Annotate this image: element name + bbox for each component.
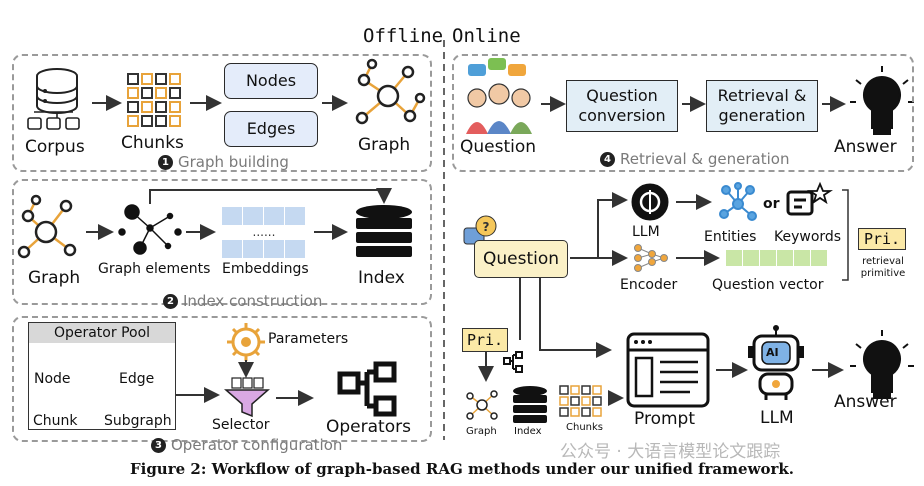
svg-text:......: ...... <box>253 225 276 239</box>
operator-pool-title: Operator Pool <box>29 323 175 343</box>
prompt-label: Prompt <box>634 409 695 429</box>
question-vector-bar <box>726 250 827 266</box>
retrieval-generation-box: Retrieval & generation <box>706 80 818 132</box>
encoder-icon <box>634 244 668 272</box>
mini-chunks-grid <box>559 385 602 417</box>
document-icons <box>27 111 80 130</box>
offline-header: Offline <box>363 25 444 47</box>
retrieval-generation-section <box>452 54 914 172</box>
step-retrieval-generation: 4 Retrieval & generation <box>600 150 789 168</box>
index-construction-section <box>12 179 432 305</box>
embeddings-label: Embeddings <box>222 261 309 277</box>
retrieval-primitive-label: retrieval primitive <box>860 256 906 279</box>
graph-elements-label: Graph elements <box>98 261 211 277</box>
mini-database-icon <box>513 386 547 423</box>
online-header: Online <box>452 25 521 47</box>
parameters-label: Parameters <box>268 331 349 347</box>
chunks-grid-icon <box>127 73 181 127</box>
step-number-3: 3 <box>151 437 166 453</box>
embeddings-grid: ...... <box>222 207 305 258</box>
figure-caption: Figure 2: Workflow of graph-based RAG me… <box>129 460 795 478</box>
graph-building-section <box>12 54 432 172</box>
entities-label: Entities <box>704 229 757 245</box>
llm-label-mid: LLM <box>632 224 660 240</box>
operator-configuration-section <box>12 316 432 442</box>
graph-icon-index <box>17 194 77 259</box>
edges-box: Edges <box>224 111 318 147</box>
llm-logo-icon <box>631 183 669 221</box>
question-label: Question <box>460 137 537 157</box>
operators-hierarchy-icon <box>337 361 397 417</box>
svg-text:?: ? <box>483 220 490 234</box>
mini-graph-label: Graph <box>466 426 497 437</box>
graph-label-index: Graph <box>28 268 81 288</box>
corpus-label: Corpus <box>25 137 85 157</box>
pool-subgraph-label: Subgraph <box>104 413 172 429</box>
answer-label-bottom: Answer <box>834 392 897 412</box>
step-index-construction-text: Index construction <box>183 292 323 310</box>
pri-badge-bottom: Pri. <box>462 328 508 352</box>
question-conversion-box: Question conversion <box>566 80 678 132</box>
selector-label: Selector <box>212 417 270 433</box>
step-number-2: 2 <box>163 293 178 309</box>
graph-elements-icon <box>118 204 182 255</box>
pri-badge-mid: Pri. <box>858 228 906 250</box>
keywords-icon <box>786 181 833 216</box>
filter-funnel-icon <box>224 377 270 418</box>
step-number-1: 1 <box>158 154 173 170</box>
prompt-document-icon <box>626 332 710 408</box>
chunks-label: Chunks <box>121 133 184 153</box>
mini-index-label: Index <box>514 426 542 437</box>
answer-label-top: Answer <box>834 137 897 157</box>
graph-icon-built <box>355 58 426 125</box>
step-graph-building: 1 Graph building <box>158 153 289 171</box>
or-label: or <box>763 196 780 212</box>
people-chat-icon <box>466 58 532 134</box>
graph-label: Graph <box>358 135 411 155</box>
pool-edge-label: Edge <box>119 371 155 387</box>
pool-node-label: Node <box>34 371 71 387</box>
nodes-box: Nodes <box>224 63 318 99</box>
hierarchy-small-icon <box>503 351 523 373</box>
keywords-label: Keywords <box>774 229 842 245</box>
index-label: Index <box>358 268 405 288</box>
mini-graph-icon <box>466 390 498 420</box>
step-index-construction: 2 Index construction <box>163 292 322 310</box>
bracket <box>842 189 849 281</box>
database-icon <box>36 68 78 114</box>
llm-label-bottom: LLM <box>760 408 794 428</box>
operators-label: Operators <box>326 417 411 437</box>
robot-ai-label: AI <box>766 346 779 359</box>
question-box: Question <box>474 240 568 278</box>
robot-icon <box>748 325 804 400</box>
step-operator-configuration: 3 Operator configuration <box>151 436 342 454</box>
step-graph-building-text: Graph building <box>178 153 289 171</box>
pool-chunk-label: Chunk <box>33 413 78 429</box>
lightbulb-icon-bottom <box>850 330 914 399</box>
encoder-label: Encoder <box>620 277 678 293</box>
question-vector-label: Question vector <box>712 277 824 293</box>
step-retrieval-generation-text: Retrieval & generation <box>620 150 790 168</box>
step-operator-configuration-text: Operator configuration <box>171 436 343 454</box>
entities-network-icon <box>719 182 757 221</box>
step-number-4: 4 <box>600 151 615 167</box>
mini-chunks-label: Chunks <box>566 422 603 433</box>
gear-icon <box>227 323 265 361</box>
lightbulb-icon-top <box>850 66 914 135</box>
index-database-icon <box>356 205 412 257</box>
watermark: 公众号 · 大语言模型论文跟踪 <box>560 442 781 462</box>
